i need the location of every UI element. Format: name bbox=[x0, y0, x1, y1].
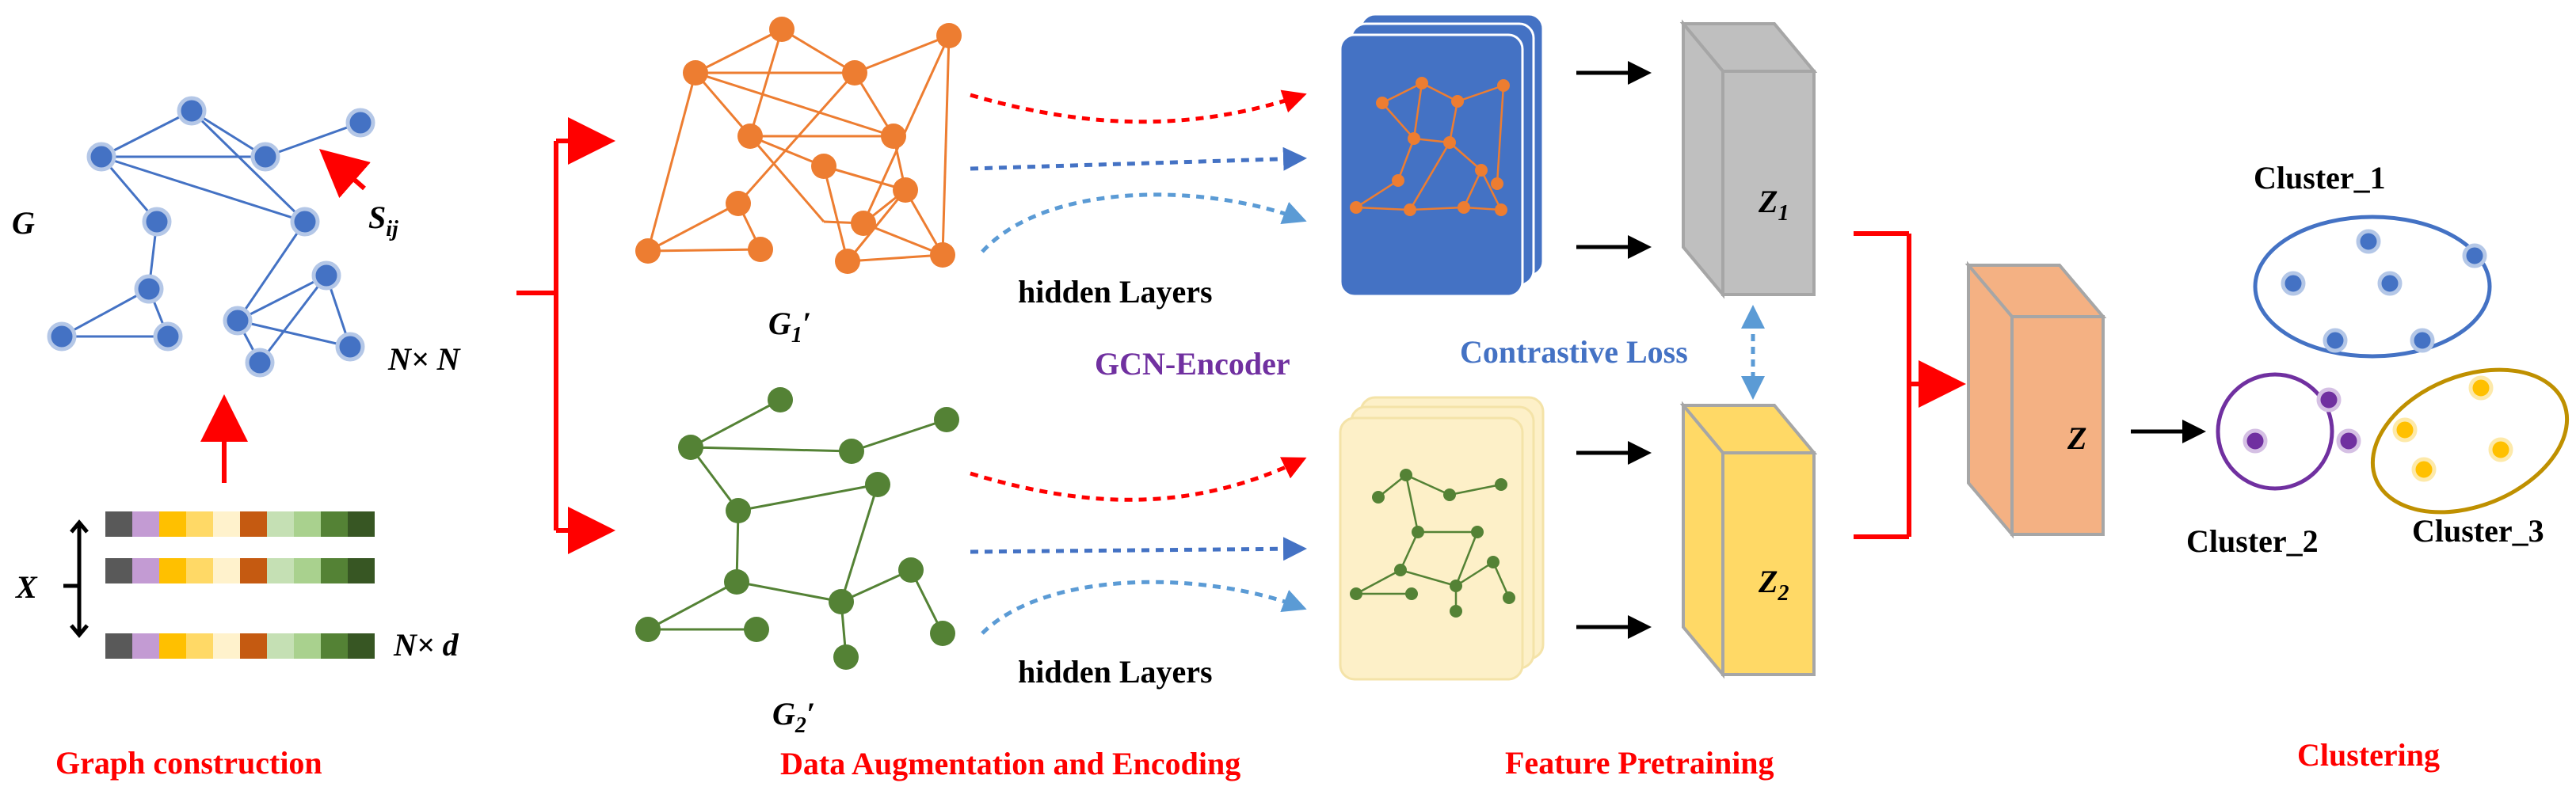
feature-cell bbox=[240, 558, 267, 583]
feature-cell bbox=[186, 633, 213, 659]
feature-cell bbox=[213, 633, 240, 659]
split-arrow bbox=[516, 117, 615, 554]
hidden-layers-top-label: hidden Layers bbox=[1018, 274, 1213, 310]
cluster-3-nodes bbox=[2392, 375, 2513, 482]
cluster-3-label: Cluster_3 bbox=[2412, 513, 2544, 549]
cluster-2-boundary bbox=[2216, 372, 2334, 491]
feature-cell bbox=[348, 633, 375, 659]
stage-data-augmentation: Data Augmentation and Encoding bbox=[780, 746, 1240, 781]
stage-clustering: Clustering bbox=[2297, 737, 2440, 773]
cluster-1-label: Cluster_1 bbox=[2254, 160, 2386, 196]
feature-cell bbox=[294, 633, 321, 659]
stage-graph-construction: Graph construction bbox=[55, 745, 322, 781]
feature-row bbox=[105, 633, 375, 659]
z1-label: Z1 bbox=[1758, 184, 1789, 226]
encoding-arrows-bottom bbox=[970, 457, 1307, 635]
feature-cell bbox=[321, 558, 348, 583]
stage-feature-pretraining: Feature Pretraining bbox=[1505, 745, 1774, 781]
feature-cell bbox=[105, 633, 132, 659]
contrastive-loss-label: Contrastive Loss bbox=[1460, 334, 1688, 370]
feature-cell bbox=[267, 558, 294, 583]
feature-cell bbox=[132, 558, 159, 583]
feature-cell bbox=[294, 558, 321, 583]
feature-cell bbox=[294, 511, 321, 537]
encoding-arrows-top bbox=[970, 89, 1307, 253]
augmented-graph-g2 bbox=[635, 387, 959, 670]
feature-cell bbox=[213, 511, 240, 537]
feature-cell bbox=[105, 511, 132, 537]
card-to-z-arrows bbox=[1576, 61, 1652, 639]
g1-prime-label: G1′ bbox=[768, 306, 811, 348]
feature-cell bbox=[348, 558, 375, 583]
feature-cell bbox=[348, 511, 375, 537]
s-ij-label: Sij bbox=[368, 200, 398, 241]
feature-cell bbox=[105, 558, 132, 583]
hidden-layers-bottom-label: hidden Layers bbox=[1018, 654, 1213, 690]
z2-block bbox=[1679, 401, 1818, 679]
z1-block bbox=[1679, 19, 1818, 299]
feature-cell bbox=[240, 633, 267, 659]
feature-cell bbox=[240, 511, 267, 537]
gcn-encoder-label: GCN-Encoder bbox=[1095, 346, 1290, 382]
z-block bbox=[1964, 260, 2107, 539]
feature-row bbox=[105, 511, 375, 537]
cluster-1-boundary bbox=[2253, 215, 2492, 359]
feature-cell bbox=[159, 633, 186, 659]
feature-cell bbox=[267, 511, 294, 537]
feature-cell bbox=[159, 558, 186, 583]
n-by-n-label: N× N bbox=[387, 341, 462, 377]
n-by-d-label: N× d bbox=[393, 627, 459, 663]
s-ij-pointer-arrow bbox=[318, 149, 371, 199]
cluster-3-boundary bbox=[2370, 367, 2570, 515]
feature-cell bbox=[321, 633, 348, 659]
merge-arrow bbox=[1854, 231, 1966, 539]
cluster-1-nodes bbox=[2281, 229, 2487, 353]
g2-prime-label: G2′ bbox=[772, 696, 815, 738]
z-label: Z bbox=[2067, 420, 2086, 456]
graph-g bbox=[47, 96, 375, 378]
feature-cell bbox=[267, 633, 294, 659]
feature-cell bbox=[132, 511, 159, 537]
x-label: X bbox=[14, 569, 38, 605]
graph-label: G bbox=[12, 205, 35, 241]
feature-cell bbox=[186, 511, 213, 537]
feature-cell bbox=[186, 558, 213, 583]
feature-row bbox=[105, 558, 375, 583]
cluster-2-label: Cluster_2 bbox=[2186, 523, 2319, 559]
feature-matrix bbox=[63, 511, 375, 659]
feature-cell bbox=[213, 558, 240, 583]
feature-cell bbox=[321, 511, 348, 537]
feature-cell bbox=[159, 511, 186, 537]
feature-cell bbox=[132, 633, 159, 659]
augmented-graph-g1 bbox=[635, 17, 962, 274]
z2-label: Z2 bbox=[1758, 564, 1789, 606]
row-brace bbox=[63, 519, 89, 638]
encoder-card-stack-bottom bbox=[1339, 396, 1545, 681]
cluster-2-nodes bbox=[2243, 387, 2361, 454]
encoder-card-stack-top bbox=[1339, 13, 1545, 298]
